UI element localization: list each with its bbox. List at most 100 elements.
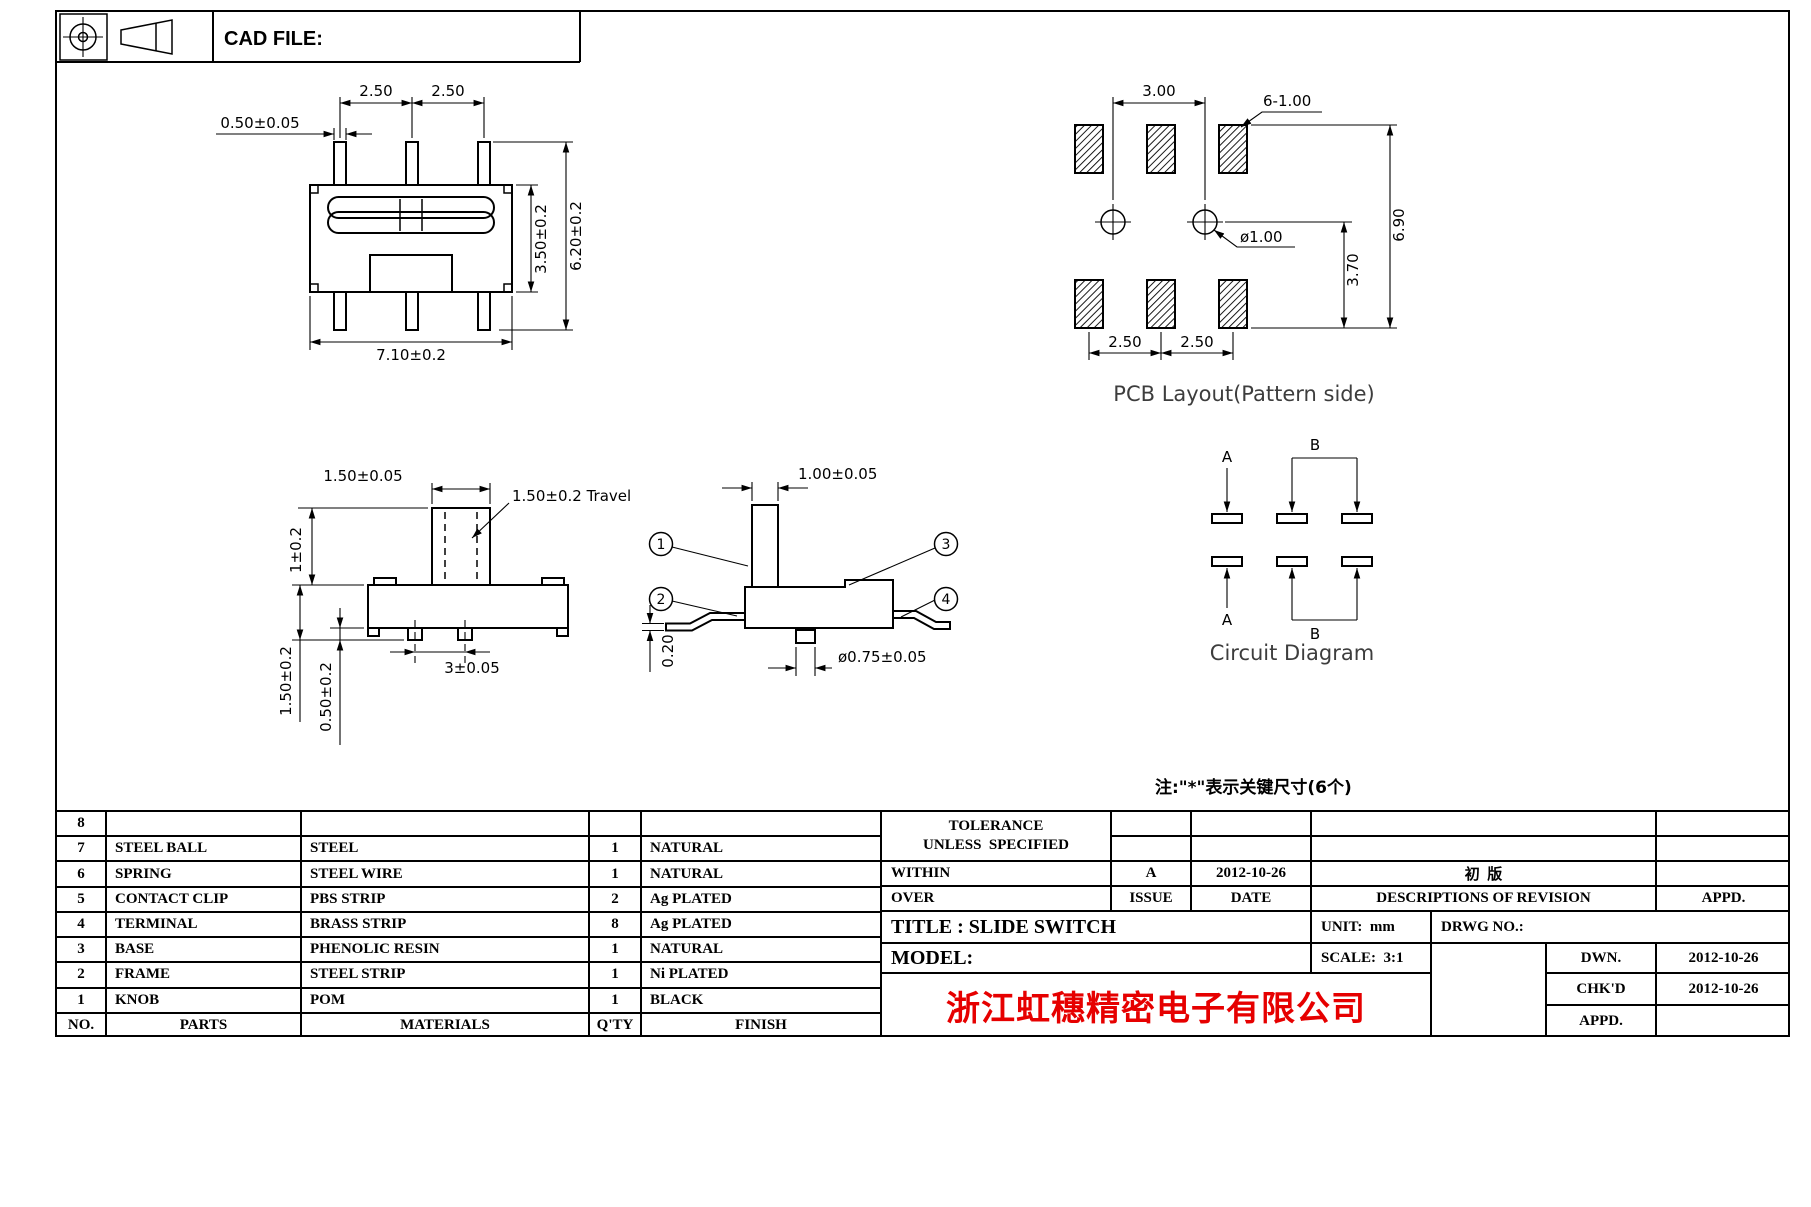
- chkd-label: CHK'D: [1545, 972, 1655, 1004]
- top-view: 2.50 2.50 0.50±0.05 3.50±0.2 6.20±0.2 7.…: [216, 82, 585, 364]
- empty-cell: [1110, 810, 1190, 835]
- dim-pin-pitch: 3±0.05: [444, 659, 500, 677]
- dwn-label: DWN.: [1545, 942, 1655, 972]
- parts-qty: 1: [588, 986, 640, 1012]
- dim-pin-dia: ø0.75±0.05: [838, 648, 927, 666]
- dim-height-top: 1±0.2: [287, 527, 305, 573]
- circuit-b-bottom: B: [1310, 625, 1320, 643]
- projection-symbol-box: [59, 13, 108, 61]
- callout-1: 1: [657, 537, 666, 553]
- dim-height-bot: 0.50±0.2: [317, 662, 335, 732]
- parts-qty: 1: [588, 860, 640, 886]
- dim-hole-pitch: 3.00: [1142, 82, 1175, 100]
- cone-projection-icon: [120, 19, 173, 55]
- dim-standoff: 0.20: [659, 634, 677, 667]
- parts-no: 3: [55, 936, 105, 962]
- parts-material: PHENOLIC RESIN: [300, 936, 588, 962]
- descriptions-header: DESCRIPTIONS OF REVISION: [1310, 885, 1655, 910]
- parts-qty: [588, 810, 640, 836]
- scale-cell: SCALE: 3:1: [1310, 942, 1430, 972]
- tolerance-line1: TOLERANCE: [948, 817, 1044, 834]
- callout-4: 4: [942, 592, 951, 608]
- tolerance-over: OVER: [880, 885, 1110, 910]
- dim-knob-thickness: 1.00±0.05: [798, 465, 877, 483]
- empty-cell: [1190, 835, 1310, 860]
- appd-label: APPD.: [1545, 1004, 1655, 1037]
- parts-header-finish: FINISH: [640, 1011, 880, 1037]
- parts-no: 6: [55, 860, 105, 886]
- empty-cell: [1655, 1004, 1790, 1037]
- revision-date: 2012-10-26: [1190, 860, 1310, 885]
- parts-header-qty: Q'TY: [588, 1011, 640, 1037]
- unit-cell: UNIT: mm: [1310, 910, 1430, 942]
- empty-cell: [1655, 810, 1790, 835]
- parts-header-materials: MATERIALS: [300, 1011, 588, 1037]
- callout-2: 2: [657, 592, 666, 608]
- parts-name: BASE: [105, 936, 300, 962]
- empty-cell: [1655, 835, 1790, 860]
- parts-finish: NATURAL: [640, 860, 880, 886]
- circuit-b-top: B: [1310, 436, 1320, 454]
- tolerance-line2: UNLESS SPECIFIED: [923, 837, 1069, 853]
- parts-material: STEEL WIRE: [300, 860, 588, 886]
- parts-material: STEEL STRIP: [300, 961, 588, 987]
- dim-pitch-right: 2.50: [431, 82, 464, 100]
- parts-finish: NATURAL: [640, 936, 880, 962]
- parts-material: STEEL: [300, 835, 588, 861]
- parts-finish: Ni PLATED: [640, 961, 880, 987]
- empty-cell: [1430, 942, 1545, 1037]
- parts-no: 4: [55, 910, 105, 937]
- revision-description: 初 版: [1310, 860, 1655, 885]
- model-cell: MODEL:: [880, 942, 1310, 972]
- parts-name: SPRING: [105, 860, 300, 886]
- parts-name: TERMINAL: [105, 910, 300, 937]
- drawing-title: TITLE : SLIDE SWITCH: [880, 910, 1310, 942]
- parts-material: POM: [300, 986, 588, 1012]
- parts-qty: 8: [588, 910, 640, 937]
- parts-name: CONTACT CLIP: [105, 885, 300, 911]
- dim-body-depth: 3.50±0.2: [532, 204, 550, 274]
- parts-no: 1: [55, 986, 105, 1012]
- empty-cell: [1190, 810, 1310, 835]
- parts-no: 5: [55, 885, 105, 911]
- technical-drawing: CAD FILE: 2.50 2.5: [57, 12, 1408, 798]
- parts-finish: BLACK: [640, 986, 880, 1012]
- revision-letter: A: [1110, 860, 1190, 885]
- parts-no: 2: [55, 961, 105, 987]
- issue-header: ISSUE: [1110, 885, 1190, 910]
- dim-height-mid: 1.50±0.2: [277, 646, 295, 716]
- side-view: 1 2 3 4 1.00±0.05 0.20 ø0.75±0.05: [642, 465, 959, 676]
- parts-finish: Ag PLATED: [640, 910, 880, 937]
- parts-qty: 1: [588, 835, 640, 861]
- cad-file-label: CAD FILE:: [224, 28, 323, 50]
- dim-pad-spec: 6-1.00: [1263, 92, 1311, 110]
- dim-overall-depth: 6.20±0.2: [567, 201, 585, 271]
- dim-pitch-left: 2.50: [359, 82, 392, 100]
- parts-header-no: NO.: [55, 1011, 105, 1037]
- dim-pin-width: 0.50±0.05: [220, 114, 299, 132]
- parts-header-parts: PARTS: [105, 1011, 300, 1037]
- empty-cell: [1310, 835, 1655, 860]
- dim-pad-pitch-left: 2.50: [1108, 333, 1141, 351]
- callout-3: 3: [942, 537, 951, 553]
- chkd-date: 2012-10-26: [1655, 972, 1790, 1004]
- parts-material: [300, 810, 588, 836]
- sheet-border: [55, 10, 1790, 1037]
- front-view: 1.50±0.05 1.50±0.2 Travel 1±0.2 1.50±0.2…: [277, 467, 631, 745]
- circuit-diagram: A B A B Circuit Diagram: [1210, 436, 1374, 665]
- parts-qty: 1: [588, 961, 640, 987]
- dim-overall: 6.90: [1390, 208, 1408, 241]
- date-header: DATE: [1190, 885, 1310, 910]
- parts-qty: 1: [588, 936, 640, 962]
- circuit-caption: Circuit Diagram: [1210, 641, 1374, 665]
- dwn-date: 2012-10-26: [1655, 942, 1790, 972]
- parts-material: BRASS STRIP: [300, 910, 588, 937]
- dim-travel: 1.50±0.2 Travel: [512, 487, 631, 505]
- dim-hole-dia: ø1.00: [1240, 228, 1283, 246]
- circuit-a-top: A: [1222, 448, 1233, 466]
- circuit-a-bottom: A: [1222, 611, 1233, 629]
- dim-body-width: 7.10±0.2: [376, 346, 446, 364]
- dim-row-gap: 3.70: [1344, 253, 1362, 286]
- parts-name: [105, 810, 300, 836]
